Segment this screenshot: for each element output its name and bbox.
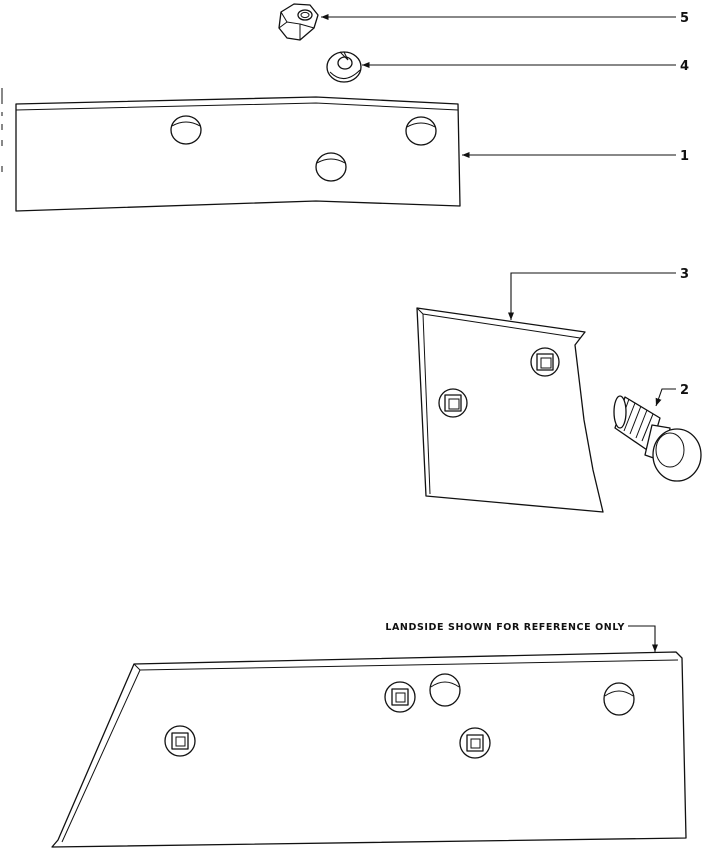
callout-1: 1: [680, 149, 689, 164]
callout-5: 5: [680, 11, 689, 26]
leader-lines: [321, 13, 676, 652]
callout-2: 2: [680, 383, 689, 398]
part-5-hex-nut: [278, 3, 319, 41]
part-4-lock-washer: [326, 51, 362, 83]
leader-3: [507, 272, 676, 320]
leader-reference: [628, 625, 659, 652]
part-3-share: [416, 307, 604, 513]
leader-2: [655, 388, 676, 407]
reference-note: LANDSIDE SHOWN FOR REFERENCE ONLY: [385, 622, 625, 633]
landside-reference-part: [51, 651, 687, 848]
part-2-plow-bolt: [613, 395, 702, 482]
callout-3: 3: [680, 267, 689, 282]
part-1-shin: [15, 96, 461, 212]
callout-4: 4: [680, 59, 689, 74]
